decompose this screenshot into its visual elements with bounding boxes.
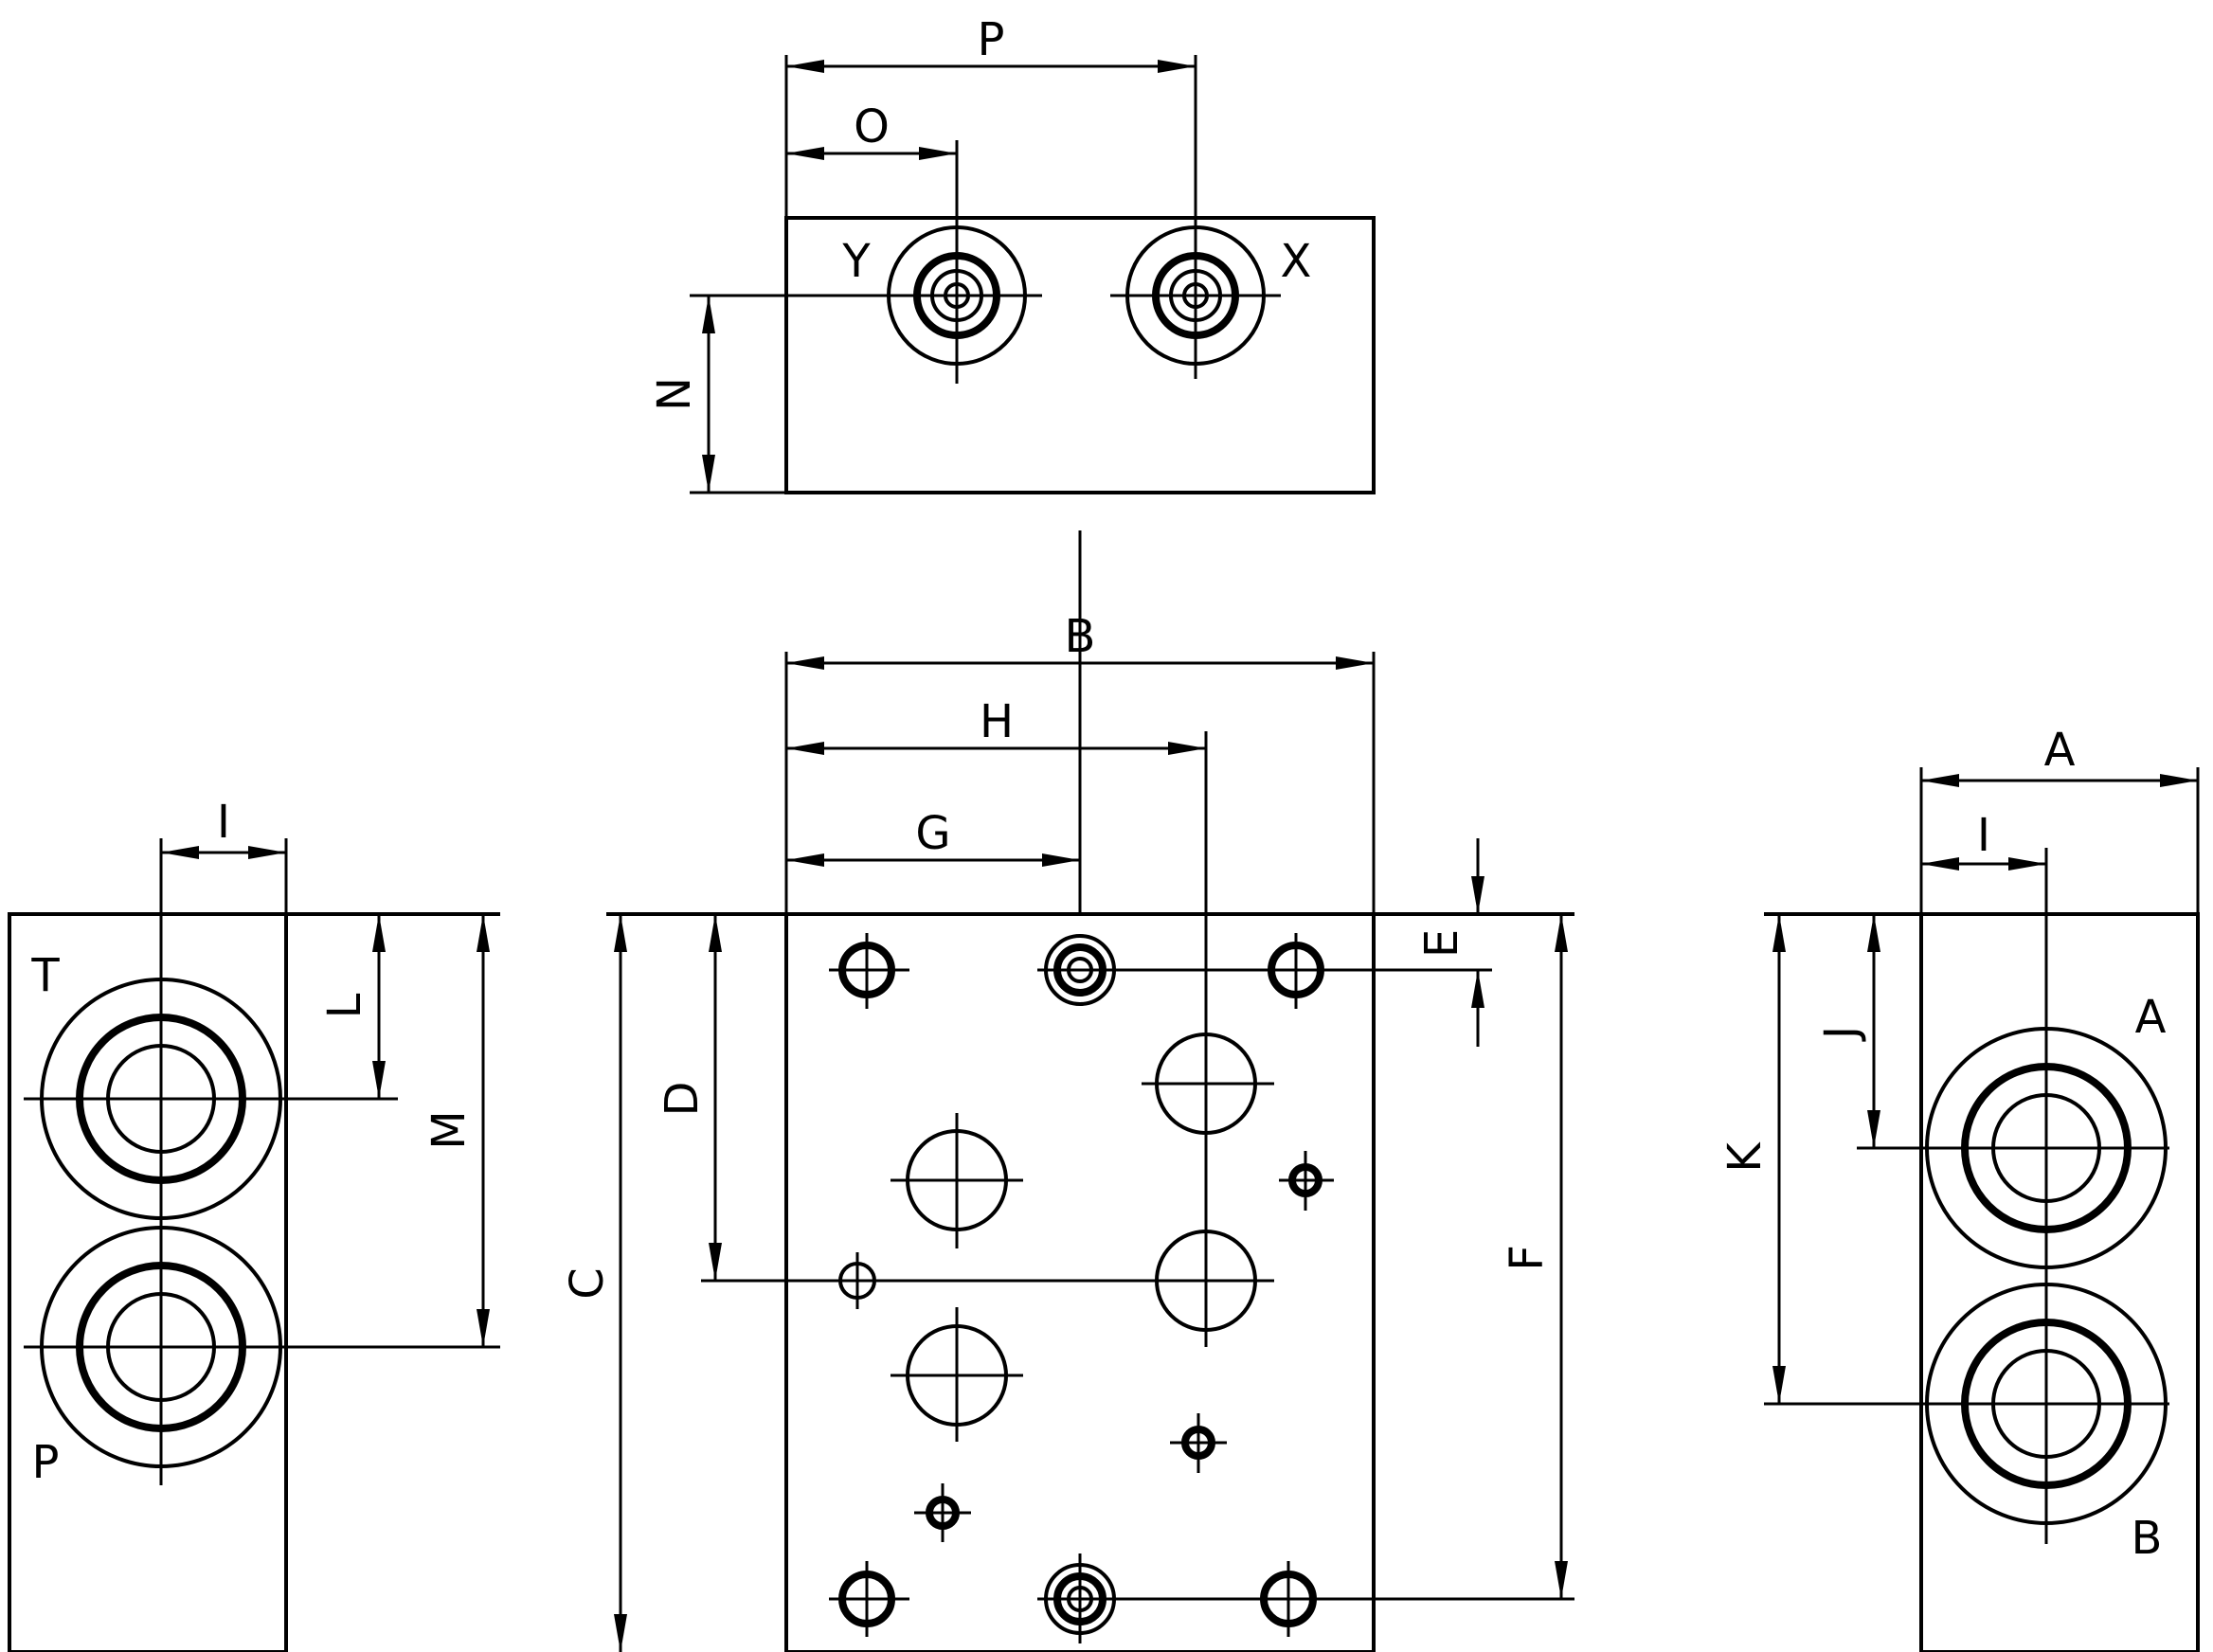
- dim-label-g: G: [915, 807, 950, 860]
- port-label-b: B: [2132, 1512, 2163, 1565]
- mounting-hole-bottom-right: [1250, 1561, 1326, 1637]
- port-p: [40, 1226, 282, 1468]
- main-port-upper-right: [1142, 1032, 1274, 1135]
- dim-label-b: B: [1065, 610, 1096, 663]
- mounting-hole-top-left: [829, 933, 909, 1009]
- dimension-g: G: [786, 807, 1080, 867]
- dim-label-n: N: [648, 377, 701, 411]
- left-side-view: I L M T: [8, 796, 500, 1652]
- port-label-a: A: [2135, 991, 2167, 1044]
- dim-label-i-left: I: [217, 796, 230, 849]
- port-a: [1925, 1027, 2168, 1269]
- dimension-m: M: [423, 914, 490, 1347]
- top-view: P O N Y: [648, 13, 1376, 494]
- dimension-n: N: [648, 296, 715, 493]
- dimension-k: K: [1718, 914, 1786, 1404]
- right-side-view: A I J K: [1718, 724, 2200, 1652]
- dimension-b: B: [786, 610, 1374, 670]
- small-hole-left-lower: [914, 1483, 971, 1542]
- dim-label-o: O: [854, 100, 890, 153]
- dim-label-e: E: [1415, 929, 1468, 958]
- dim-label-j: J: [1815, 1026, 1868, 1042]
- dim-label-l: L: [318, 993, 371, 1018]
- port-y: [886, 140, 1042, 384]
- dimension-i-right: I: [1921, 809, 2046, 871]
- dim-label-m: M: [423, 1110, 476, 1149]
- dimension-f: F: [1501, 914, 1568, 1599]
- port-x: [1125, 225, 1266, 366]
- dim-label-i-right: I: [1977, 809, 1990, 862]
- dimension-j: J: [1815, 914, 1880, 1148]
- dimension-o: O: [786, 100, 957, 160]
- small-hole-right-lower: [1170, 1413, 1227, 1473]
- right-view-outline: [1919, 912, 2200, 1652]
- front-view: B H G E D: [561, 530, 1574, 1652]
- dim-label-k: K: [1718, 1141, 1772, 1173]
- dimension-d: D: [656, 914, 722, 1281]
- small-hole-right-upper: [1279, 1151, 1334, 1211]
- port-label-x: X: [1281, 235, 1312, 288]
- dimension-i-left: I: [161, 796, 286, 859]
- main-port-upper-left: [891, 1113, 1023, 1248]
- dimension-p: P: [786, 13, 1196, 73]
- pilot-port-top-center: [1037, 934, 1123, 1006]
- dim-label-h: H: [980, 695, 1014, 748]
- port-label-p: P: [32, 1436, 60, 1489]
- left-view-outline: [8, 912, 288, 1652]
- port-t: [40, 978, 282, 1220]
- main-port-middle-right: [1155, 1212, 1257, 1347]
- dimension-h: H: [786, 695, 1206, 755]
- dim-label-f: F: [1501, 1245, 1554, 1271]
- port-label-t: T: [30, 949, 60, 1002]
- mounting-hole-bottom-left: [829, 1561, 909, 1637]
- dimension-a: A: [1921, 724, 2198, 787]
- dim-label-p: P: [978, 13, 1005, 66]
- mounting-hole-top-right: [1255, 933, 1336, 1009]
- pilot-port-bottom-center: [1037, 1553, 1123, 1643]
- dimension-l: L: [318, 914, 386, 1099]
- dimension-e: E: [1415, 838, 1484, 1047]
- port-label-y: Y: [841, 235, 871, 288]
- dim-label-d: D: [656, 1082, 709, 1117]
- small-hole-left-middle: [838, 1252, 876, 1309]
- dimension-c: C: [561, 914, 627, 1652]
- dim-label-c: C: [561, 1267, 614, 1300]
- main-port-lower-left: [891, 1307, 1023, 1442]
- dim-label-a: A: [2044, 724, 2076, 777]
